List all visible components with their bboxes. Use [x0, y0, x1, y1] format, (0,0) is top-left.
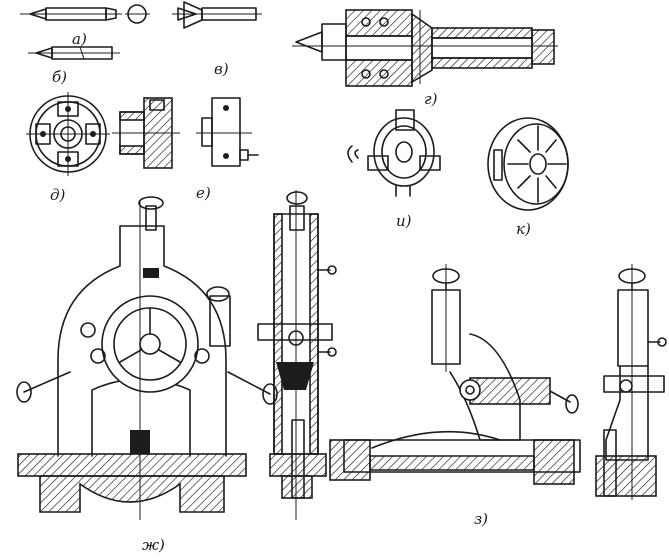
label-i: и) [396, 212, 412, 230]
label-zh: ж) [142, 536, 165, 554]
label-e: е) [196, 184, 211, 202]
follower-rest-z-icon [329, 264, 581, 485]
label-b: б) [52, 68, 67, 86]
faceplate-d-icon [26, 92, 110, 176]
steady-rest-zh-side-icon [257, 190, 337, 520]
chuck-e-side-icon [196, 97, 259, 167]
label-d: д) [50, 186, 66, 204]
label-z: з) [474, 510, 488, 528]
steady-rest-zh-icon [16, 196, 278, 520]
center-v-icon [172, 1, 262, 29]
four-jaw-chuck-k-icon [487, 117, 569, 211]
label-v: в) [214, 60, 229, 78]
center-b-icon [28, 46, 120, 60]
revolving-center-g-icon [292, 9, 558, 87]
chuck-body-e-icon [112, 97, 180, 169]
follower-rest-z-side-icon [595, 264, 667, 500]
label-k: к) [516, 220, 531, 238]
three-jaw-chuck-i-icon [347, 109, 441, 197]
center-a-icon [20, 4, 150, 24]
label-a: а) [72, 30, 87, 48]
label-g: г) [424, 90, 438, 108]
